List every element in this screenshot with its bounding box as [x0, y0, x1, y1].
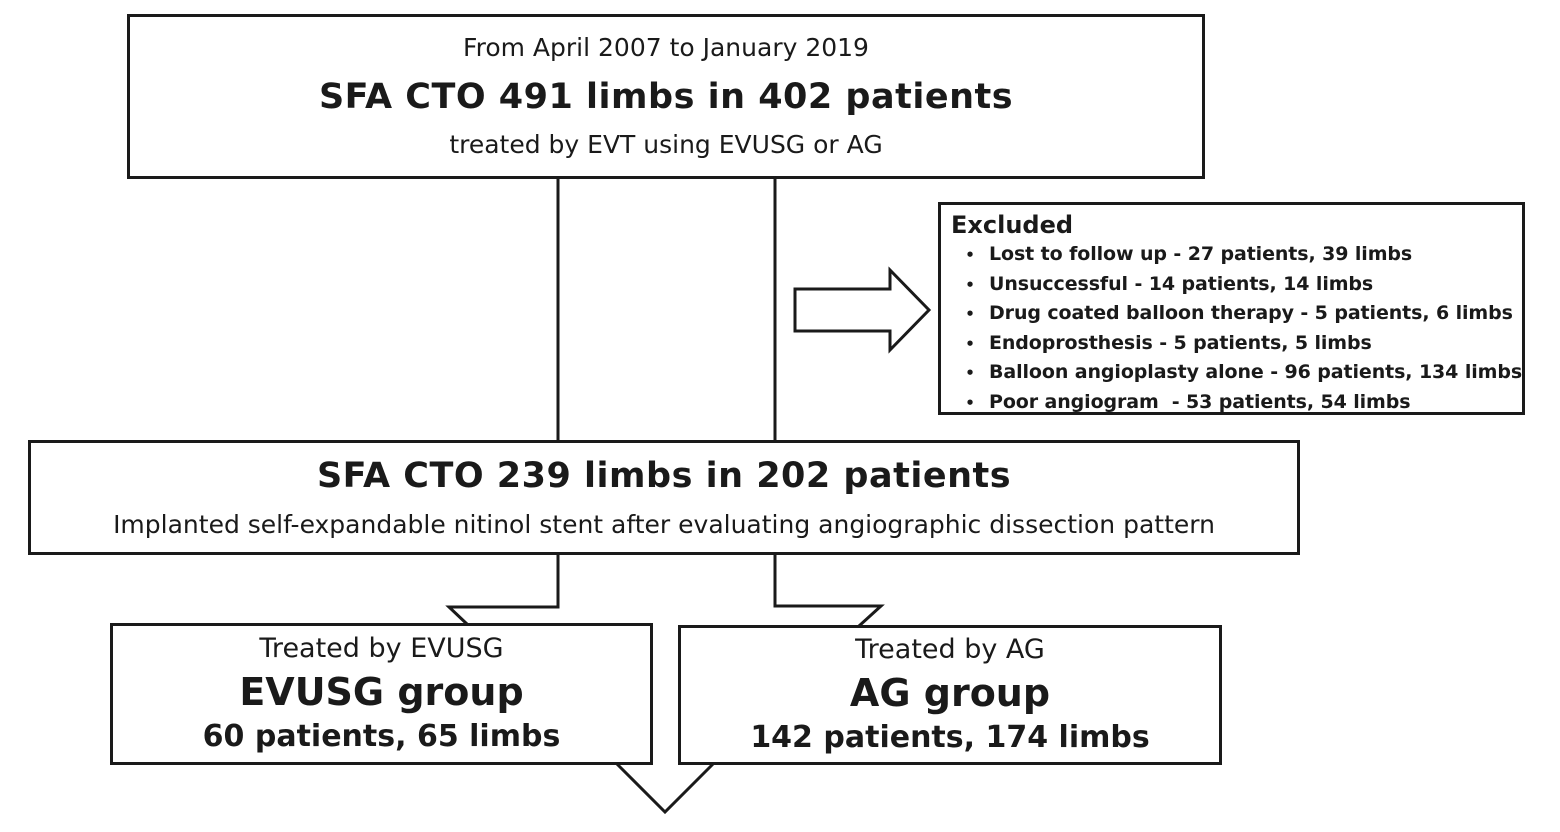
excluded-item: • Poor angiogram - 53 patients, 54 limbs [951, 388, 1514, 418]
enrollment-treatment-text: treated by EVT using EVUSG or AG [449, 130, 883, 160]
eligible-procedure-text: Implanted self-expandable nitinol stent … [113, 509, 1215, 539]
enrollment-box: From April 2007 to January 2019 SFA CTO … [127, 14, 1205, 179]
excluded-title: Excluded [951, 211, 1074, 239]
bullet-icon: • [965, 393, 975, 412]
excluded-item-text: Poor angiogram - 53 patients, 54 limbs [989, 390, 1411, 413]
evusg-group-title: EVUSG group [239, 669, 524, 714]
excluded-item: • Balloon angioplasty alone - 96 patient… [951, 358, 1522, 388]
bullet-icon: • [965, 364, 975, 382]
enrollment-count-text: SFA CTO 491 limbs in 402 patients [318, 76, 1014, 117]
split-connector-left [445, 552, 560, 627]
bullet-icon: • [965, 275, 975, 294]
excluded-item-text: Lost to follow up - 27 patients, 39 limb… [989, 243, 1413, 265]
excluded-item-text: Unsuccessful - 14 patients, 14 limbs [989, 272, 1374, 295]
block-arrow-right-icon [793, 266, 932, 354]
evusg-count-text: 60 patients, 65 limbs [202, 719, 561, 755]
excluded-item-text: Endoprosthesis - 5 patients, 5 limbs [989, 331, 1372, 354]
bullet-icon: • [965, 246, 975, 264]
excluded-item-text: Drug coated balloon therapy - 5 patients… [989, 302, 1513, 324]
eligible-box: SFA CTO 239 limbs in 202 patients Implan… [28, 440, 1300, 555]
excluded-item-text: Balloon angioplasty alone - 96 patients,… [989, 361, 1523, 383]
ag-group-box: Treated by AG AG group 142 patients, 174… [678, 625, 1222, 765]
ag-treated-text: Treated by AG [855, 634, 1045, 666]
enrollment-period-text: From April 2007 to January 2019 [463, 32, 869, 62]
chevron-down-arrow-icon [615, 762, 715, 815]
ag-group-title: AG group [849, 670, 1051, 715]
bullet-icon: • [965, 334, 975, 353]
excluded-item: • Endoprosthesis - 5 patients, 5 limbs [951, 329, 1514, 359]
excluded-item: • Unsuccessful - 14 patients, 14 limbs [951, 270, 1514, 300]
evusg-treated-text: Treated by EVUSG [259, 632, 504, 664]
eligible-count-text: SFA CTO 239 limbs in 202 patients [316, 456, 1012, 497]
bullet-icon: • [965, 305, 975, 323]
excluded-item: • Drug coated balloon therapy - 5 patien… [951, 299, 1514, 329]
excluded-box: Excluded • Lost to follow up - 27 patien… [938, 202, 1525, 415]
excluded-item: • Lost to follow up - 27 patients, 39 li… [951, 240, 1514, 270]
ag-count-text: 142 patients, 174 limbs [750, 719, 1150, 755]
evusg-group-box: Treated by EVUSG EVUSG group 60 patients… [110, 623, 653, 765]
split-connector-right [773, 552, 885, 628]
